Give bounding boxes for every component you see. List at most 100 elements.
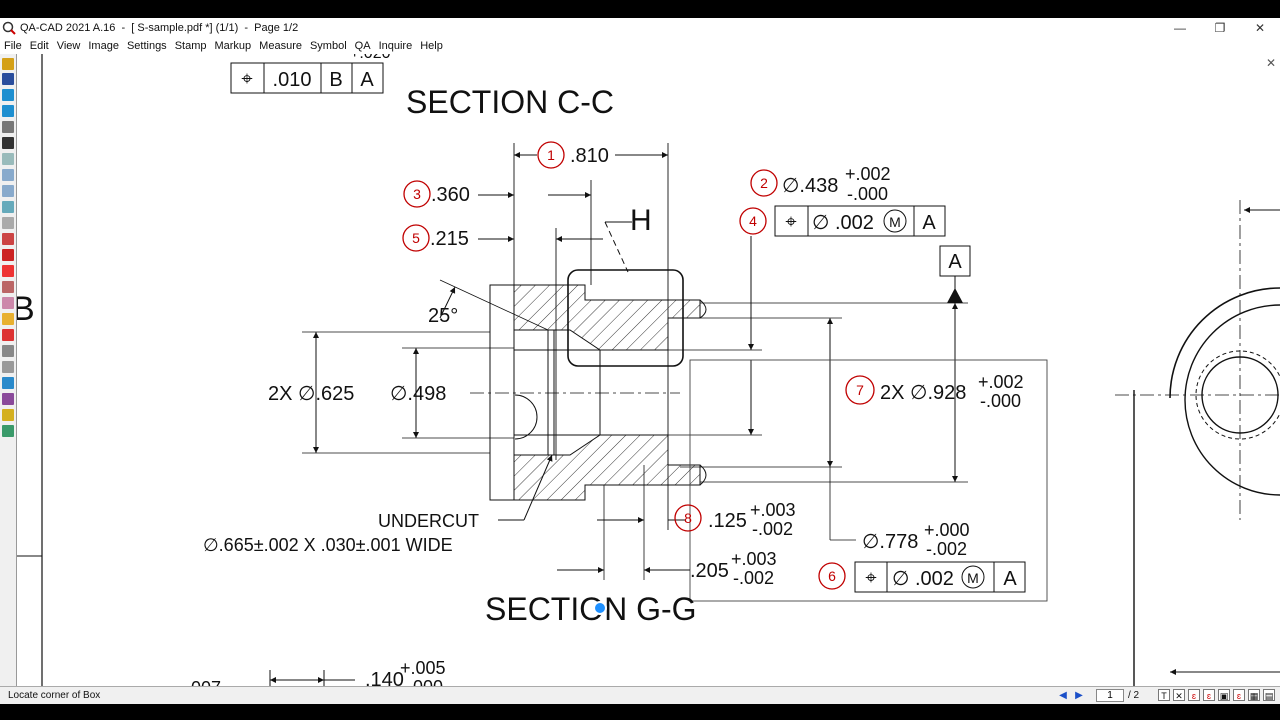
layout-tool-icon[interactable]: ▤	[1263, 689, 1275, 701]
stamp-icon[interactable]	[2, 313, 14, 325]
svg-text:A: A	[948, 251, 962, 273]
menu-measure[interactable]: Measure	[259, 40, 302, 52]
zone-label-b: B	[17, 290, 35, 328]
svg-text:.140: .140	[365, 669, 404, 686]
text-icon[interactable]	[2, 265, 14, 277]
markup-tool-2-icon[interactable]: ɛ	[1203, 689, 1215, 701]
minimize-button[interactable]: —	[1174, 21, 1186, 35]
screen-top-border	[0, 0, 1280, 18]
svg-text:∅ .002: ∅ .002	[812, 212, 874, 234]
menu-image[interactable]: Image	[88, 40, 119, 52]
zoom-icon[interactable]	[2, 153, 14, 165]
undo-icon[interactable]	[2, 233, 14, 245]
selection-box	[689, 359, 1048, 602]
section-cc-title: SECTION C-C	[406, 84, 614, 120]
dim-810: .810	[570, 145, 609, 167]
position-symbol-icon: ⌖	[241, 68, 252, 90]
svg-text:.010: .010	[273, 69, 312, 91]
svg-text:1: 1	[547, 147, 555, 163]
dim-2x-625: 2X ∅.625	[268, 383, 354, 405]
svg-text:-.002: -.002	[752, 519, 793, 539]
binoculars-icon[interactable]	[2, 137, 14, 149]
grid-tool-icon[interactable]: ▦	[1248, 689, 1260, 701]
table-icon[interactable]	[2, 361, 14, 373]
svg-text:A: A	[360, 69, 374, 91]
measure-icon[interactable]	[2, 281, 14, 293]
close-document-button[interactable]: ✕	[1265, 56, 1276, 70]
qa-cad-logo-icon	[2, 21, 16, 35]
svg-text:8: 8	[684, 510, 692, 526]
window-controls: — ❐ ✕	[1160, 18, 1280, 38]
zoom-in-icon[interactable]	[2, 169, 14, 181]
dim-2x-928: 2X ∅.928	[880, 382, 966, 404]
balloon-icon[interactable]	[2, 329, 14, 341]
markup-tool-icon[interactable]: ɛ	[1188, 689, 1200, 701]
svg-text:A: A	[922, 212, 936, 234]
pan-icon[interactable]	[2, 345, 14, 357]
svg-text:-.000: -.000	[847, 184, 888, 204]
markup-tool-3-icon[interactable]: ɛ	[1233, 689, 1245, 701]
next-page-icon[interactable]: ▶	[1075, 689, 1083, 701]
position-symbol-icon: ⌖	[785, 211, 796, 233]
grid-icon[interactable]	[2, 425, 14, 437]
svg-text:-.000: -.000	[402, 677, 443, 686]
status-message: Locate corner of Box	[8, 690, 101, 701]
mmc-modifier-icon: M	[967, 570, 979, 586]
book-icon[interactable]	[2, 393, 14, 405]
prev-page-icon[interactable]: ◀	[1059, 689, 1067, 701]
svg-text:6: 6	[828, 568, 836, 584]
menu-stamp[interactable]: Stamp	[174, 40, 207, 52]
balloon-2	[750, 169, 778, 197]
svg-text:∅ .002: ∅ .002	[892, 568, 954, 590]
angle-25: 25°	[428, 305, 458, 327]
menu-edit[interactable]: Edit	[29, 40, 49, 52]
svg-text:-.002: -.002	[926, 539, 967, 559]
text-tool-icon[interactable]: T	[1158, 689, 1170, 701]
svg-text:7: 7	[856, 382, 864, 398]
ruler-icon[interactable]	[2, 297, 14, 309]
zoom-window-icon[interactable]	[2, 201, 14, 213]
menu-view[interactable]: View	[56, 40, 81, 52]
svg-text:.007: .007	[186, 678, 221, 686]
save-icon[interactable]	[2, 73, 14, 85]
menu-markup[interactable]: Markup	[214, 40, 252, 52]
close-button[interactable]: ✕	[1254, 21, 1266, 35]
section-part-outline	[470, 269, 707, 501]
info-icon[interactable]	[2, 377, 14, 389]
zoom-out-icon[interactable]	[2, 185, 14, 197]
menu-file[interactable]: File	[4, 40, 22, 52]
menu-settings[interactable]: Settings	[126, 40, 167, 52]
pen-icon[interactable]	[2, 249, 14, 261]
cross-tool-icon[interactable]: ✕	[1173, 689, 1185, 701]
menu-qa[interactable]: QA	[354, 40, 371, 52]
menu-symbol[interactable]: Symbol	[309, 40, 347, 52]
top-feature-control-frame: ⌖ .010 B A +.020	[230, 54, 391, 94]
print-icon[interactable]	[2, 121, 14, 133]
end-view	[1115, 200, 1280, 686]
balloon-4	[739, 207, 767, 235]
svg-text:A: A	[1003, 568, 1017, 590]
maximize-button[interactable]: ❐	[1214, 21, 1226, 35]
fcf-position-4: ⌖ ∅ .002 M A	[774, 205, 946, 237]
help-icon[interactable]	[2, 409, 14, 421]
dim-125: .125	[708, 510, 747, 532]
title-bar: QA-CAD 2021 A.16 - [ S-sample.pdf *] (1/…	[0, 18, 1280, 38]
balloon-5	[402, 224, 430, 252]
undercut-note: UNDERCUT	[378, 511, 479, 531]
undercut-spec: ∅.665±.002 X .030±.001 WIDE	[203, 535, 453, 555]
drawing-canvas[interactable]: B ⌖ .010 B A +.020 SECTION C-C 1 .810	[17, 54, 1280, 686]
svg-text:3: 3	[413, 186, 421, 202]
rotate-icon[interactable]	[2, 217, 14, 229]
menu-inquire[interactable]: Inquire	[378, 40, 413, 52]
open-icon[interactable]	[2, 58, 14, 70]
box-tool-icon[interactable]: ▣	[1218, 689, 1230, 701]
page-number-input[interactable]	[1096, 688, 1124, 702]
svg-text:-.002: -.002	[733, 568, 774, 588]
arrow-right-icon[interactable]	[2, 89, 14, 101]
svg-text:+.000: +.000	[924, 520, 970, 540]
technical-drawing: B ⌖ .010 B A +.020 SECTION C-C 1 .810	[17, 54, 1280, 686]
cursor-icon	[593, 601, 607, 615]
svg-text:2: 2	[760, 175, 768, 191]
arrow-left-icon[interactable]	[2, 105, 14, 117]
menu-help[interactable]: Help	[420, 40, 443, 52]
